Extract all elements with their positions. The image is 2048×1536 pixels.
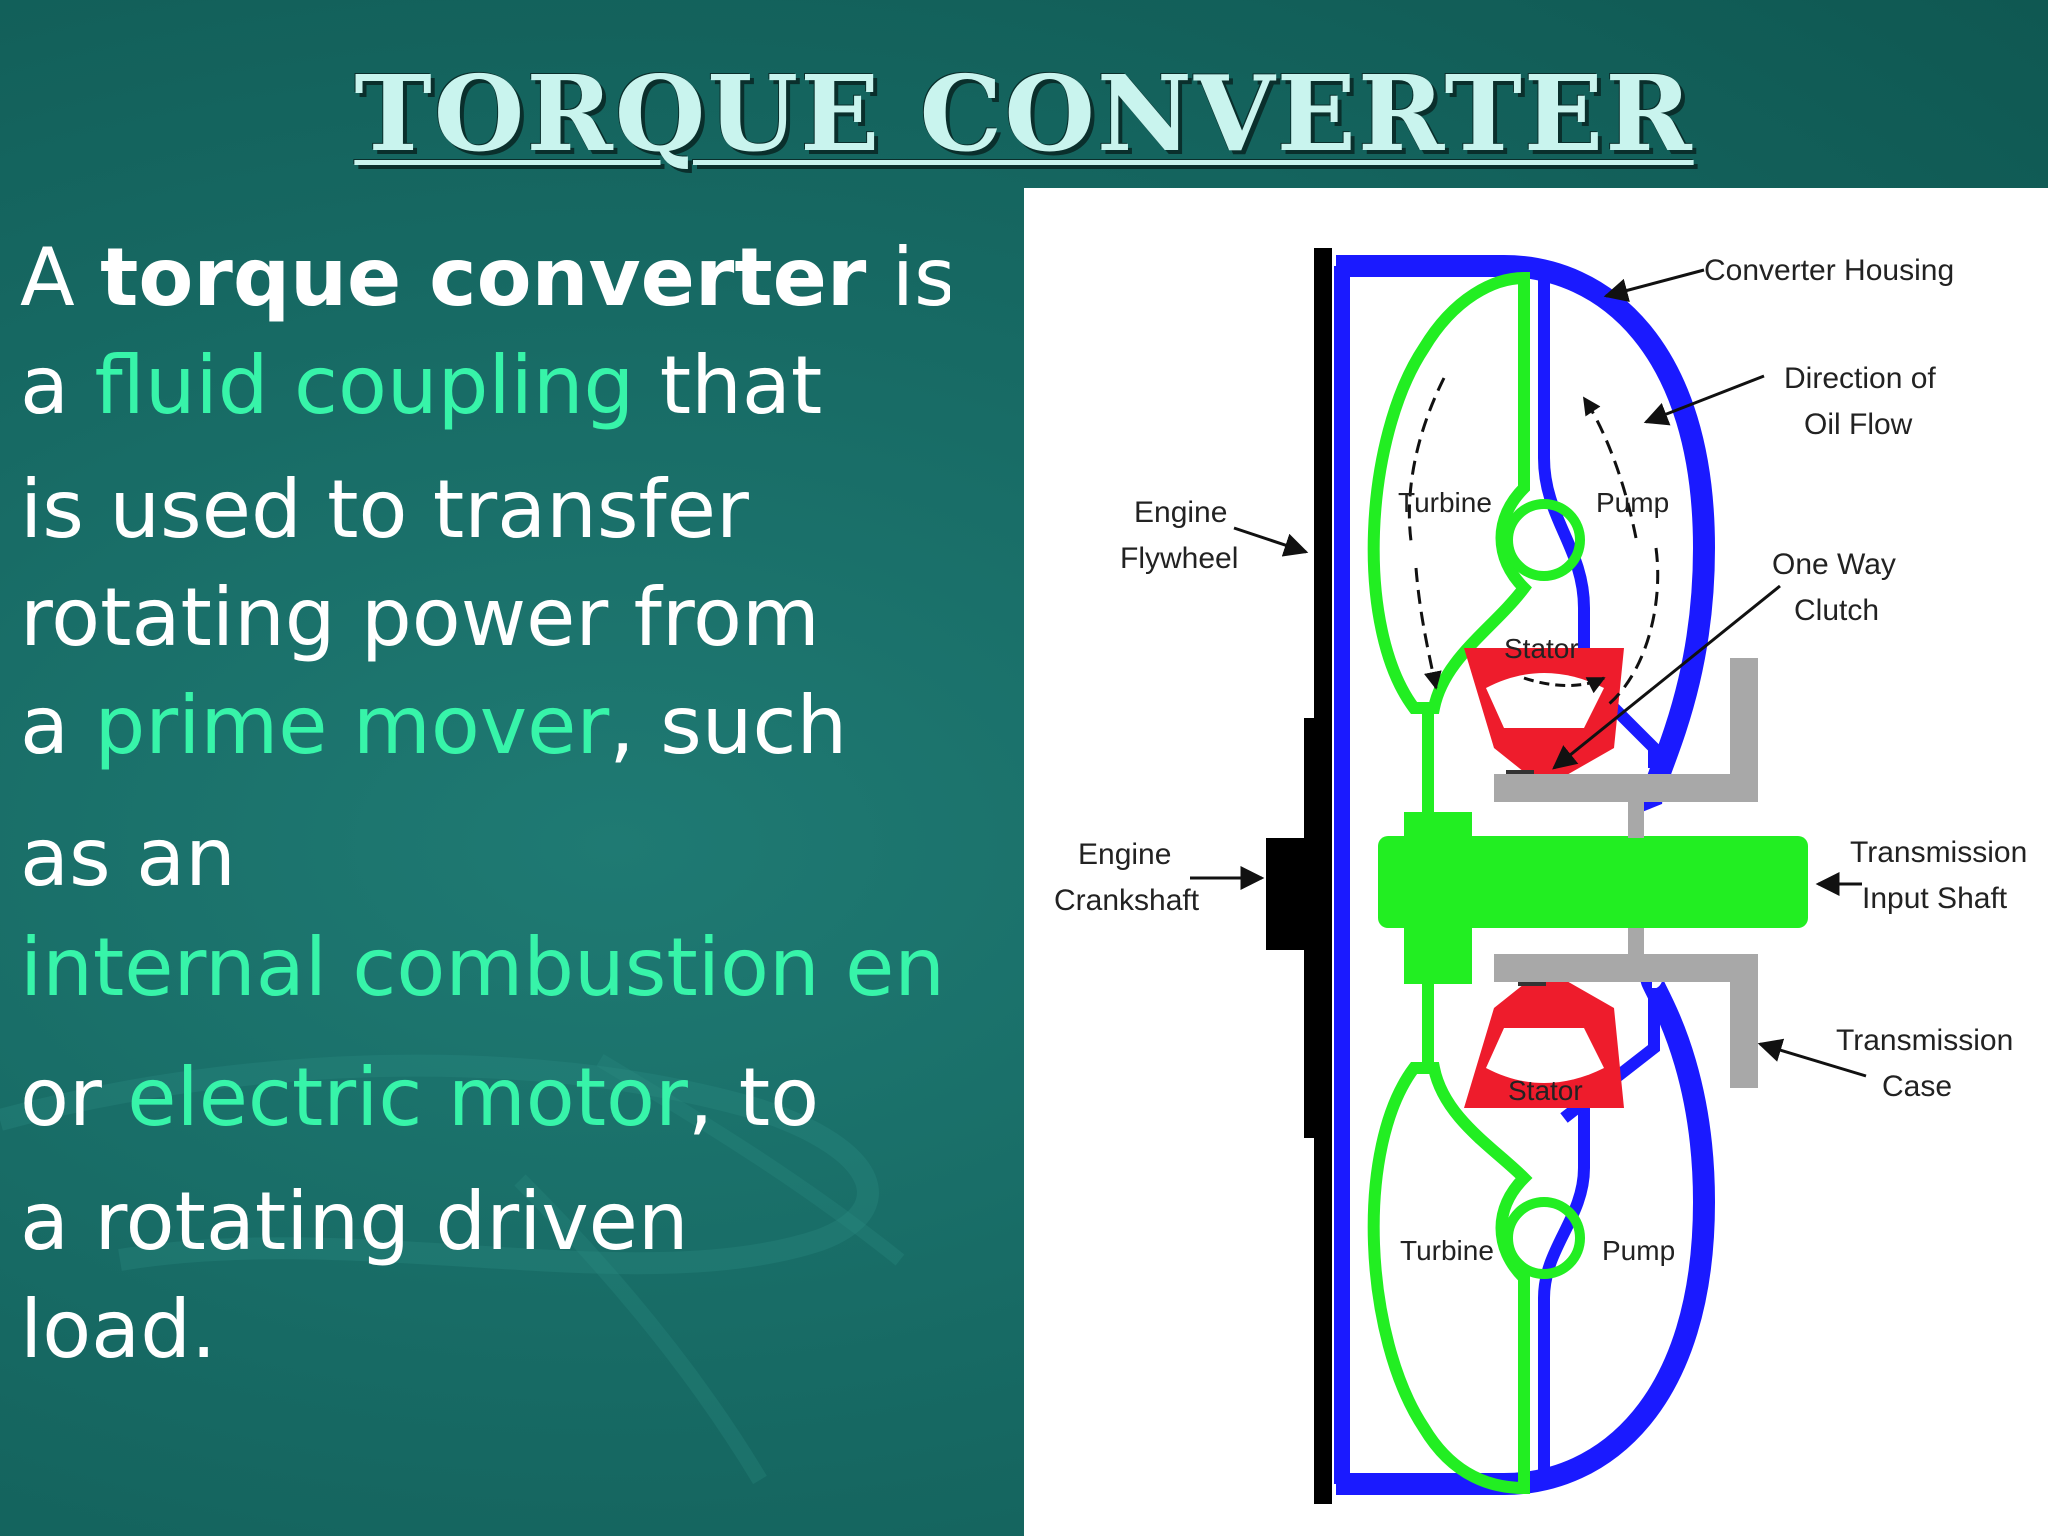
label-clutch: Clutch [1794, 594, 1879, 627]
label-direction-of: Direction of [1784, 362, 1936, 395]
leader-converter-housing [1603, 268, 1705, 303]
description-paragraph: A torque converter is a fluid coupling t… [20, 228, 950, 1388]
link-internal-combustion-engine[interactable]: internal combustion en [20, 921, 945, 1014]
stator-bottom-window [1486, 1028, 1604, 1083]
label-converter-housing: Converter Housing [1704, 254, 1954, 287]
leader-one-way-clutch [1552, 584, 1781, 770]
leader-engine-flywheel [1233, 526, 1309, 557]
oil-flow-arrow-stator [1523, 676, 1606, 694]
label-stator-bottom: Stator [1508, 1075, 1583, 1106]
engine-crankshaft-stub [1266, 838, 1306, 950]
stator-top-window [1486, 673, 1604, 728]
engine-flywheel [1314, 248, 1332, 1504]
text-line-9: a rotating driven [20, 1175, 689, 1268]
oil-flow-arrow-left [1407, 377, 1446, 549]
oil-flow-arrow-right [1603, 547, 1660, 710]
diagram-svg: Converter Housing Direction of Oil Flow … [1054, 248, 2027, 1504]
label-engine-crankshaft-1: Engine [1078, 838, 1171, 871]
converter-housing-lower [1336, 967, 1716, 1495]
transmission-case-top [1494, 658, 1758, 802]
text-line-1: A torque converter is [20, 231, 950, 324]
flywheel-hub [1304, 718, 1318, 1138]
converter-housing [1336, 255, 1716, 813]
case-stem-bottom [1628, 928, 1644, 978]
leader-direction-oil-flow [1643, 374, 1765, 426]
label-engine-flywheel-2: Flywheel [1120, 542, 1238, 575]
turbine-top [1367, 271, 1532, 714]
label-stator-top: Stator [1504, 633, 1579, 664]
label-engine-flywheel-1: Engine [1134, 496, 1227, 529]
label-oil-flow: Oil Flow [1804, 408, 1913, 441]
text-line-4: rotating power from [20, 571, 820, 664]
slide-title: TORQUE CONVERTER [354, 52, 1694, 175]
label-pump-top: Pump [1596, 487, 1669, 518]
label-turbine-bottom: Turbine [1400, 1235, 1494, 1266]
pump-blade-top [1538, 278, 1590, 668]
label-engine-crankshaft-2: Crankshaft [1054, 884, 1200, 917]
turbine-core-top [1503, 499, 1585, 581]
link-fluid-coupling[interactable]: fluid coupling [94, 339, 635, 432]
link-prime-mover[interactable]: prime mover [94, 679, 610, 772]
text-line-2: a fluid coupling that [20, 339, 823, 432]
torque-converter-diagram: Converter Housing Direction of Oil Flow … [1024, 188, 2048, 1536]
text-line-3: is used to transfer [20, 463, 749, 556]
link-electric-motor[interactable]: electric motor [127, 1051, 688, 1144]
turbine-bottom [1367, 1062, 1533, 1495]
background-swirl-decoration [0, 1053, 905, 1485]
turbine-core-bottom [1503, 1197, 1585, 1279]
label-one-way: One Way [1772, 548, 1896, 581]
text-line-5: a prime mover, such [20, 679, 848, 772]
label-transmission-case-2: Case [1882, 1070, 1952, 1103]
label-pump-bottom: Pump [1602, 1235, 1675, 1266]
label-transmission-input-2: Input Shaft [1862, 882, 2008, 915]
term-torque-converter: torque converter [100, 231, 867, 324]
transmission-case-bottom [1494, 954, 1758, 1088]
oil-flow-arrow-down [1414, 567, 1442, 690]
transmission-input-shaft[interactable] [1378, 836, 1808, 928]
oil-flow-arrow-pump [1582, 396, 1638, 539]
text-line-6: as an [20, 811, 236, 904]
label-transmission-input-1: Transmission [1850, 836, 2027, 869]
leader-transmission-case [1757, 1038, 1867, 1078]
pump-blade-bottom [1538, 1108, 1590, 1478]
label-transmission-case-1: Transmission [1836, 1024, 2013, 1057]
case-stem-top [1628, 788, 1644, 838]
text-line-10: load. [20, 1283, 217, 1376]
text-line-8: or electric motor, to [20, 1051, 820, 1144]
label-turbine-top: Turbine [1398, 487, 1492, 518]
